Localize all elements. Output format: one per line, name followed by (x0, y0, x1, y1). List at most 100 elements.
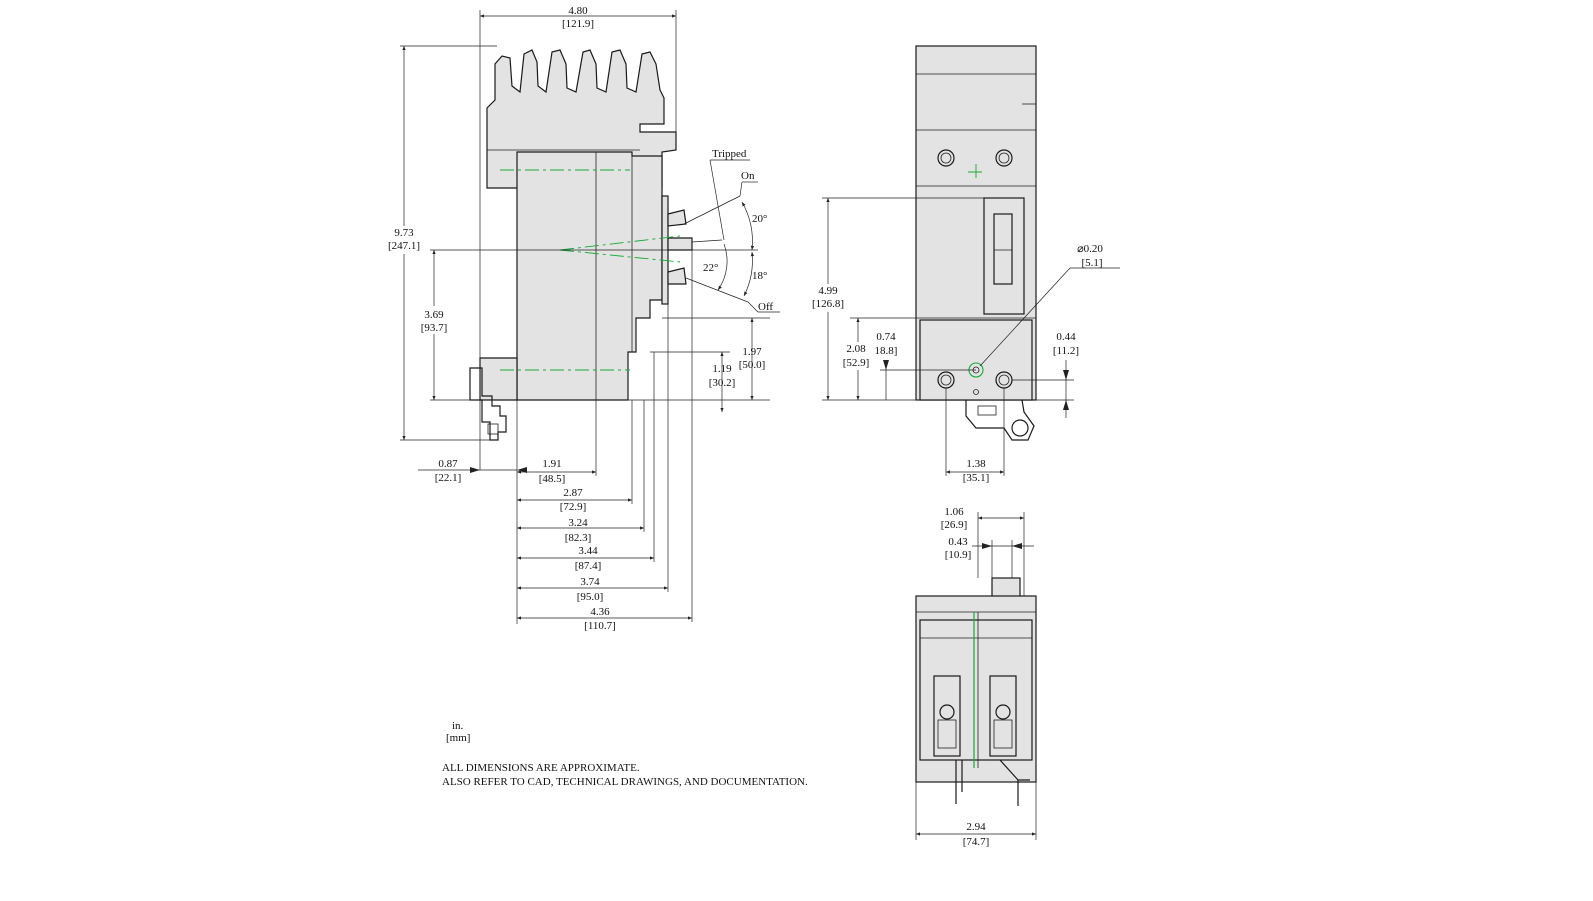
dim-depth-2-in: 2.87 (563, 487, 583, 499)
dim-106-mm: [26.9] (941, 519, 968, 531)
units-primary: in. (452, 720, 464, 732)
dim-hole-dia-mm: [5.1] (1081, 257, 1102, 269)
side-handle-tripped (667, 209, 687, 227)
bottom-clamp-right (993, 719, 1013, 749)
side-handle-off (667, 267, 687, 285)
dim-138-in: 1.38 (966, 458, 986, 470)
label-off: Off (758, 301, 773, 313)
dim-overall-height-mm: [247.1] (388, 240, 420, 252)
note-approximate: ALL DIMENSIONS ARE APPROXIMATE. (442, 762, 640, 774)
dim-rear-offset-in: 0.87 (438, 458, 458, 470)
label-on: On (741, 170, 755, 182)
leader-on (739, 181, 743, 197)
angle-line-off (685, 277, 749, 303)
dim-depth-3-in: 3.24 (568, 517, 588, 529)
side-view-dimensions: 4.80 [121.9] 9.73 [247.1] 3.69 [93.7] 1.… (384, 5, 773, 632)
front-bottom-lug-area (919, 319, 1033, 401)
angle-on: 20° (752, 213, 767, 225)
front-bottom-lug-left-inner (940, 374, 952, 386)
front-top-center-mark (968, 164, 984, 180)
bottom-screw-left (939, 704, 955, 720)
dim-handle-center-mm: [93.7] (421, 322, 448, 334)
front-top-lug-left-inner (940, 152, 952, 164)
dim-074-mm: 18.8] (875, 345, 898, 357)
side-terminal-screw (487, 423, 499, 435)
dim-overall-width-in: 4.80 (568, 5, 588, 17)
dim-hole-dia-in: ⌀0.20 (1077, 243, 1103, 255)
front-top-lug-left (937, 149, 955, 167)
dim-499-mm: [126.8] (812, 298, 844, 310)
leader-tripped (709, 159, 725, 241)
bottom-top-tab (991, 577, 1021, 599)
side-view (469, 49, 780, 441)
side-view-bottom-terminal (469, 367, 507, 441)
front-small-hole (973, 389, 979, 395)
bottom-clamp-left (937, 719, 957, 749)
front-top-lug-right (995, 149, 1013, 167)
bottom-screw-right (995, 704, 1011, 720)
dim-depth-6-in: 4.36 (590, 606, 610, 618)
dim-depth-1-mm: [48.5] (539, 473, 566, 485)
front-tab-slot (977, 405, 997, 416)
dim-handle-center-in: 3.69 (424, 309, 444, 321)
arrow (883, 360, 889, 370)
label-bg (838, 342, 880, 370)
dim-rear-offset-mm: [22.1] (435, 472, 462, 484)
arrow (1063, 400, 1069, 410)
dim-074-in: 0.74 (876, 331, 896, 343)
dim-119-in: 1.19 (712, 363, 732, 375)
dim-208-in: 2.08 (846, 343, 866, 355)
front-view (915, 45, 1037, 441)
dim-208-mm: [52.9] (843, 357, 870, 369)
front-handle-window (983, 197, 1025, 315)
front-bottom-lug-right-inner (998, 374, 1010, 386)
label-bg (808, 284, 850, 312)
angle-line-tripped (691, 239, 723, 243)
dim-138-mm: [35.1] (963, 472, 990, 484)
dim-depth-6-mm: [110.7] (584, 620, 616, 632)
front-top-lug-right-inner (998, 152, 1010, 164)
dim-043-in: 0.43 (948, 536, 968, 548)
dim-depth-5-in: 3.74 (580, 576, 600, 588)
angle-off: 18° (752, 270, 767, 282)
dim-overall-height-in: 9.73 (394, 227, 414, 239)
dim-294-mm: [74.7] (963, 836, 990, 848)
dim-294-in: 2.94 (966, 821, 986, 833)
dim-depth-2-mm: [72.9] (560, 501, 587, 513)
label-bg (414, 306, 456, 334)
bottom-terminal-leads (955, 759, 1030, 806)
dim-197-in: 1.97 (742, 346, 762, 358)
arrow (982, 543, 992, 549)
side-view-rear-step (479, 357, 518, 401)
dim-depth-5-mm: [95.0] (577, 591, 604, 603)
front-bottom-tab (965, 399, 1035, 441)
side-view-main-case (516, 151, 663, 401)
front-tab-ring (1011, 419, 1029, 437)
dim-197-mm: [50.0] (739, 359, 766, 371)
angle-line-on (683, 195, 741, 225)
leader-hole (979, 267, 1071, 367)
arc-off-angle (743, 251, 755, 297)
units-secondary: [mm] (446, 732, 471, 744)
dim-overall-width-mm: [121.9] (562, 18, 594, 30)
side-handle-on (667, 237, 693, 251)
dim-depth-1-in: 1.91 (542, 458, 561, 470)
side-centerline-handle-2 (559, 249, 681, 263)
dim-044-mm: [11.2] (1053, 345, 1079, 357)
dim-depth-4-in: 3.44 (578, 545, 598, 557)
dim-499-in: 4.99 (818, 285, 838, 297)
note-refer: ALSO REFER TO CAD, TECHNICAL DRAWINGS, A… (442, 776, 808, 788)
label-bg (384, 226, 426, 254)
dim-106-in: 1.06 (944, 506, 964, 518)
dim-depth-3-mm: [82.3] (565, 532, 592, 544)
dim-119-mm: [30.2] (709, 377, 736, 389)
arc-tripped-angle (717, 243, 728, 291)
arrow (1012, 543, 1022, 549)
dim-043-mm: [10.9] (945, 549, 972, 561)
bottom-lug-left (933, 675, 961, 757)
label-tripped: Tripped (712, 148, 747, 160)
dim-044-in: 0.44 (1056, 331, 1076, 343)
leader-off (747, 301, 759, 313)
arrow (470, 467, 480, 473)
